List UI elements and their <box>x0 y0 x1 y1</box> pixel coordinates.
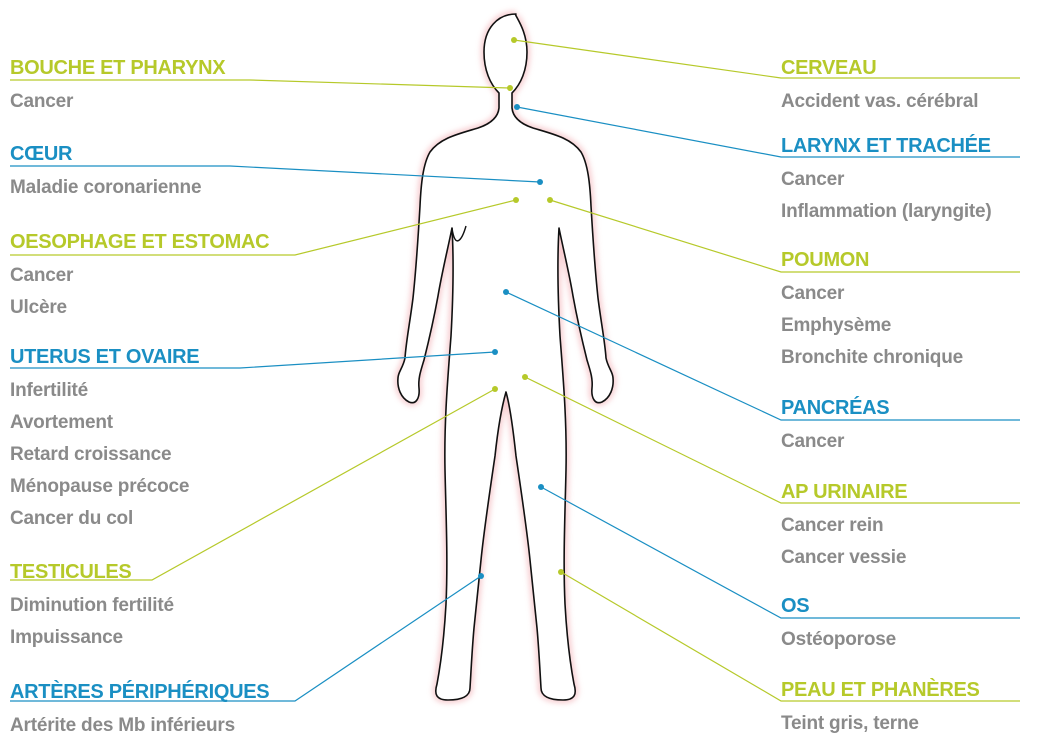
oesophage-marker <box>513 197 519 203</box>
urinaire-marker <box>522 374 528 380</box>
os-effect: Ostéoporose <box>781 624 896 656</box>
bouche-marker <box>507 85 513 91</box>
arteres-label-group: ARTÈRES PÉRIPHÉRIQUES Artérite des Mb inf… <box>10 680 269 742</box>
arteres-effect: Artérite des Mb inférieurs <box>10 710 269 742</box>
coeur-title: CŒUR <box>10 142 201 166</box>
pancreas-effect: Cancer <box>781 426 889 458</box>
testicules-effect: Impuissance <box>10 622 174 654</box>
poumon-effect: Cancer <box>781 278 963 310</box>
poumon-marker <box>547 197 553 203</box>
uterus-title: UTERUS ET OVAIRE <box>10 345 199 369</box>
peau-title: PEAU ET PHANÈRES <box>781 678 980 702</box>
larynx-title: LARYNX ET TRACHÉE <box>781 134 992 158</box>
oesophage-title: OESOPHAGE ET ESTOMAC <box>10 230 269 254</box>
uterus-effect: Cancer du col <box>10 503 199 535</box>
pancreas-label-group: PANCRÉAS Cancer <box>781 396 889 458</box>
cerveau-label-group: CERVEAU Accident vas. cérébral <box>781 56 978 118</box>
poumon-title: POUMON <box>781 248 963 272</box>
testicules-marker <box>492 386 498 392</box>
os-label-group: OS Ostéoporose <box>781 594 896 656</box>
poumon-effect: Bronchite chronique <box>781 342 963 374</box>
cerveau-title: CERVEAU <box>781 56 978 80</box>
coeur-effect: Maladie coronarienne <box>10 172 201 204</box>
testicules-title: TESTICULES <box>10 560 174 584</box>
larynx-effect: Cancer <box>781 164 992 196</box>
coeur-marker <box>537 179 543 185</box>
urinaire-effect: Cancer vessie <box>781 542 907 574</box>
oesophage-effect: Cancer <box>10 260 269 292</box>
os-title: OS <box>781 594 896 618</box>
uterus-effect: Ménopause précoce <box>10 471 199 503</box>
cerveau-effect: Accident vas. cérébral <box>781 86 978 118</box>
coeur-label-group: CŒUR Maladie coronarienne <box>10 142 201 204</box>
cerveau-marker <box>511 37 517 43</box>
arteres-marker <box>478 573 484 579</box>
uterus-marker <box>492 349 498 355</box>
testicules-effect: Diminution fertilité <box>10 590 174 622</box>
peau-label-group: PEAU ET PHANÈRES Teint gris, terne <box>781 678 980 740</box>
bouche-effect: Cancer <box>10 86 225 118</box>
pancreas-title: PANCRÉAS <box>781 396 889 420</box>
pancreas-marker <box>503 289 509 295</box>
uterus-effect: Avortement <box>10 407 199 439</box>
urinaire-title: AP URINAIRE <box>781 480 907 504</box>
larynx-effect: Inflammation (laryngite) <box>781 196 992 228</box>
human-silhouette <box>398 14 613 700</box>
bouche-label-group: BOUCHE ET PHARYNX Cancer <box>10 56 225 118</box>
poumon-effect: Emphysème <box>781 310 963 342</box>
urinaire-effect: Cancer rein <box>781 510 907 542</box>
peau-effect: Teint gris, terne <box>781 708 980 740</box>
larynx-marker <box>514 104 520 110</box>
os-marker <box>538 484 544 490</box>
peau-marker <box>558 569 564 575</box>
oesophage-effect: Ulcère <box>10 292 269 324</box>
uterus-effect: Infertilité <box>10 375 199 407</box>
bouche-title: BOUCHE ET PHARYNX <box>10 56 225 80</box>
arteres-title: ARTÈRES PÉRIPHÉRIQUES <box>10 680 269 704</box>
uterus-effect: Retard croissance <box>10 439 199 471</box>
